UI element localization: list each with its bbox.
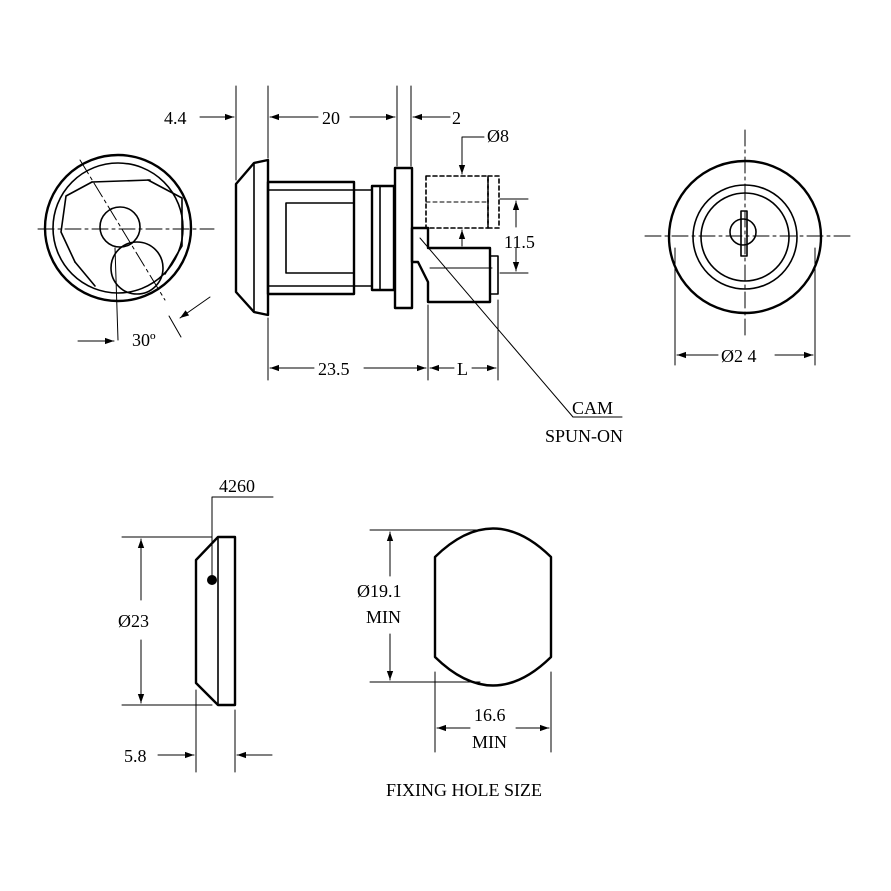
- fixing-hole-caption: FIXING HOLE SIZE: [386, 780, 542, 800]
- angle-dimension-30: 30º: [77, 296, 211, 350]
- dimension-4-4: 4.4: [164, 108, 235, 128]
- rear-view: [644, 129, 851, 366]
- part-number-callout: 4260: [211, 476, 274, 581]
- cam-callout: CAM SPUN-ON: [419, 237, 623, 446]
- dim-label-dia-23: Ø23: [118, 611, 149, 631]
- extension-lines: [235, 85, 529, 381]
- dimension-L: L: [429, 359, 497, 379]
- angle-label: 30º: [132, 330, 156, 350]
- dimension-dia-23: Ø23: [118, 538, 149, 704]
- dim-label-23-5: 23.5: [318, 359, 350, 379]
- dimension-20: 20: [269, 108, 396, 128]
- dimension-2: 2: [412, 108, 461, 128]
- part-number-label: 4260: [219, 476, 255, 496]
- spun-on-label: SPUN-ON: [545, 426, 623, 446]
- dimension-5-8: 5.8: [124, 746, 273, 766]
- bezel-detail: [121, 535, 237, 773]
- dimension-23-5: 23.5: [269, 359, 427, 379]
- front-view: [37, 153, 215, 341]
- dim-label-L: L: [457, 359, 468, 379]
- dim-label-dia-8: Ø8: [487, 126, 509, 146]
- fixing-hole: [369, 527, 553, 753]
- dim-label-dia-24: Ø2 4: [721, 346, 757, 366]
- dim-label-11-5: 11.5: [504, 232, 535, 252]
- cam-label: CAM: [572, 398, 613, 418]
- dim-label-5-8: 5.8: [124, 746, 147, 766]
- dim-label-2: 2: [452, 108, 461, 128]
- dim-label-16-6: 16.6: [474, 705, 506, 725]
- dim-label-dia-19-1: Ø19.1: [357, 581, 402, 601]
- dimension-dia-19-1: Ø19.1 MIN: [357, 531, 402, 681]
- dimension-dia-8: Ø8: [458, 126, 509, 247]
- dimension-11-5: 11.5: [504, 200, 535, 272]
- dimension-dia-24: Ø2 4: [676, 346, 814, 366]
- dim-label-4-4: 4.4: [164, 108, 187, 128]
- dimension-16-6: 16.6 MIN: [436, 705, 550, 752]
- side-view: [234, 158, 500, 317]
- dim-label-20: 20: [322, 108, 340, 128]
- min-label-2: MIN: [472, 732, 507, 752]
- min-label-1: MIN: [366, 607, 401, 627]
